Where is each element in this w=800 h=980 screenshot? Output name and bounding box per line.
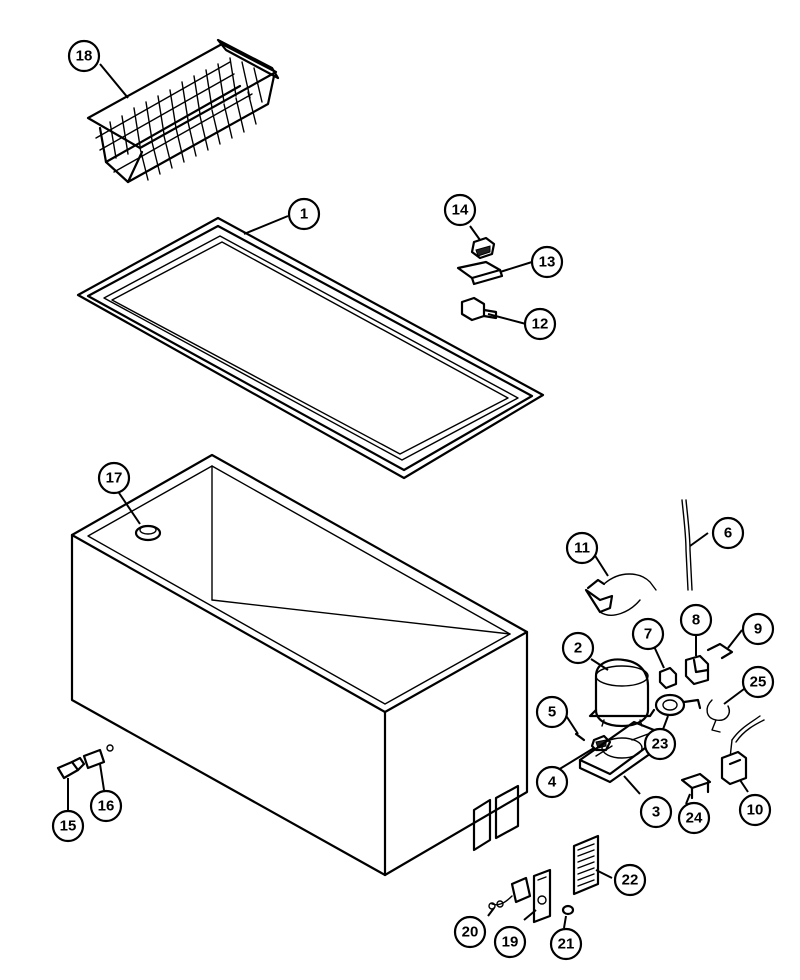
callout-label: 10 — [747, 802, 764, 819]
callout-11: 11 — [565, 531, 599, 565]
callout-15: 15 — [51, 809, 85, 843]
callout-label: 6 — [724, 525, 732, 542]
callout-9: 9 — [741, 612, 775, 646]
callout-label: 24 — [686, 810, 703, 827]
part-control-bracket — [456, 260, 504, 286]
part-drain-plug — [134, 524, 162, 542]
part-clip — [706, 642, 734, 660]
callout-label: 19 — [502, 934, 519, 951]
part-compressor — [588, 658, 656, 728]
callout-20: 20 — [453, 915, 487, 949]
callout-label: 16 — [98, 798, 115, 815]
callout-12: 12 — [523, 307, 557, 341]
callout-label: 7 — [644, 626, 652, 643]
part-bracket — [680, 772, 712, 800]
callout-19: 19 — [493, 925, 527, 959]
part-thermostat — [460, 296, 498, 322]
callout-3: 3 — [639, 795, 673, 829]
callout-8: 8 — [679, 603, 713, 637]
callout-label: 25 — [750, 674, 767, 691]
callout-label: 14 — [452, 202, 469, 219]
part-grille — [572, 834, 600, 896]
callout-24: 24 — [677, 801, 711, 835]
callout-17: 17 — [97, 461, 131, 495]
callout-7: 7 — [631, 617, 665, 651]
callout-label: 5 — [548, 704, 556, 721]
part-lid-gasket — [76, 216, 545, 480]
callout-label: 23 — [652, 736, 669, 753]
callout-4: 4 — [535, 765, 569, 799]
part-control-panel — [532, 868, 552, 924]
part-lamp — [561, 904, 575, 916]
callout-label: 8 — [692, 612, 700, 629]
part-overload-cover — [684, 654, 710, 686]
part-drain-cover — [82, 748, 106, 770]
callout-label: 4 — [548, 774, 557, 791]
callout-18: 18 — [67, 39, 101, 73]
part-cabinet — [70, 453, 529, 877]
part-screw — [574, 732, 586, 742]
part-harness — [706, 699, 730, 733]
part-light-switch — [488, 876, 532, 910]
callout-label: 15 — [60, 818, 77, 835]
callout-25: 25 — [741, 665, 775, 699]
callout-5: 5 — [535, 695, 569, 729]
part-overload — [654, 693, 702, 717]
part-grommet — [590, 734, 612, 752]
callout-label: 3 — [652, 804, 660, 821]
callout-label: 18 — [76, 48, 93, 65]
callout-10: 10 — [738, 793, 772, 827]
leader-lines — [67, 63, 749, 929]
callout-label: 12 — [532, 316, 549, 333]
part-drain-fitting — [56, 756, 86, 780]
callout-16: 16 — [89, 789, 123, 823]
callout-14: 14 — [443, 193, 477, 227]
callout-label: 17 — [106, 470, 123, 487]
part-basket — [86, 38, 280, 184]
callout-22: 22 — [613, 863, 647, 897]
callout-label: 21 — [558, 936, 575, 953]
callout-13: 13 — [530, 245, 564, 279]
callout-label: 13 — [539, 254, 556, 271]
callout-6: 6 — [711, 516, 745, 550]
callout-label: 20 — [462, 924, 479, 941]
part-relay — [658, 666, 678, 690]
callout-2: 2 — [561, 631, 595, 665]
callout-label: 1 — [300, 206, 308, 223]
callout-label: 9 — [754, 621, 762, 638]
part-power-cord — [584, 573, 657, 616]
callout-label: 11 — [574, 540, 590, 557]
callout-1: 1 — [287, 197, 321, 231]
part-wire-assembly — [720, 715, 765, 786]
callout-23: 23 — [643, 727, 677, 761]
callout-21: 21 — [549, 927, 583, 961]
part-probe-wire — [681, 499, 693, 591]
part-control-knob — [470, 236, 496, 260]
callout-label: 2 — [574, 640, 582, 657]
callout-label: 22 — [622, 872, 639, 889]
